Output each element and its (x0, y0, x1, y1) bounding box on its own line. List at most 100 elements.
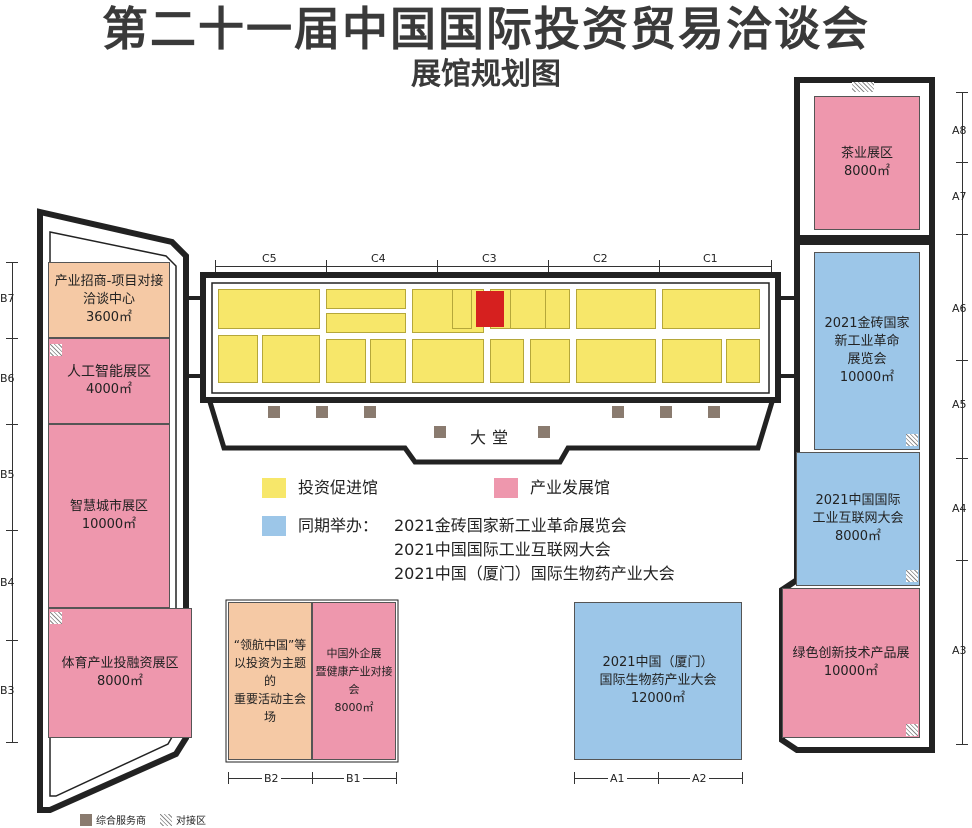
booth-block[interactable] (576, 289, 656, 329)
row-label-a5: A5 (952, 398, 967, 411)
row-label-b3: B3 (0, 684, 15, 697)
hall-a8-name: 茶业展区 (840, 146, 893, 161)
central-hall-floor (214, 285, 767, 391)
booth-block[interactable] (218, 335, 258, 383)
hall-b3-area: 8000㎡ (96, 674, 144, 689)
hall-b2[interactable]: “领航中国”等 以投资为主题的 重要活动主会场 (228, 602, 312, 760)
hall-b1-name: 中国外企展 (326, 647, 382, 660)
legend-swatch-investment (262, 478, 286, 498)
hall-b7[interactable]: 产业招商-项目对接 洽谈中心 3600㎡ (48, 262, 170, 338)
meeting-zone-marker (50, 344, 62, 356)
hall-b3-name: 体育产业投融资展区 (61, 656, 179, 671)
hall-a3[interactable]: 绿色创新技术产品展 10000㎡ (782, 588, 920, 738)
booth-block[interactable] (662, 289, 760, 329)
hall-b7-name2: 洽谈中心 (82, 292, 135, 307)
row-label-b6: B6 (0, 372, 15, 385)
row-label-b5: B5 (0, 468, 15, 481)
legend-investment: 投资促进馆 (298, 478, 379, 497)
legend-service: 综合服务商 (96, 816, 146, 827)
hall-a6-name: 2021金砖国家 (824, 316, 910, 331)
booth-block[interactable] (490, 339, 524, 383)
booth-block[interactable] (510, 289, 546, 329)
service-point-icon (538, 426, 550, 438)
meeting-zone-marker (906, 724, 918, 736)
booth-block[interactable] (412, 289, 484, 333)
hall-b6-area: 4000㎡ (85, 382, 133, 397)
booth-block[interactable] (452, 289, 472, 329)
hall-b1[interactable]: 中国外企展 暨健康产业对接会 8000㎡ (312, 602, 396, 760)
hall-a6-area: 10000㎡ (839, 370, 895, 385)
service-point-icon (612, 406, 624, 418)
hall-a1[interactable]: 2021中国（厦门） 国际生物药产业大会 12000㎡ (574, 602, 742, 760)
hall-a3-area: 10000㎡ (823, 664, 879, 679)
hall-b1-area: 8000㎡ (334, 701, 374, 714)
booth-block[interactable] (326, 339, 366, 383)
hall-a1-name2: 国际生物药产业大会 (599, 673, 717, 688)
hall-a6-name2: 新工业革命 (834, 334, 900, 349)
hall-b7-area: 3600㎡ (85, 310, 133, 325)
meeting-zone-marker (906, 434, 918, 446)
hall-b3[interactable]: 体育产业投融资展区 8000㎡ (48, 608, 192, 738)
left-axis-line (12, 262, 13, 742)
hall-b2-name: “领航中国”等 (233, 638, 307, 652)
row-label-b4: B4 (0, 576, 15, 589)
hall-a6[interactable]: 2021金砖国家 新工业革命 展览会 10000㎡ (814, 252, 920, 450)
hall-a6-name3: 展览会 (847, 352, 887, 367)
service-point-icon (708, 406, 720, 418)
hall-a4-name: 2021中国国际 (815, 493, 901, 508)
row-label-a7: A7 (952, 190, 967, 203)
legend-swatch-industry (494, 478, 518, 498)
booth-block[interactable] (412, 339, 484, 383)
hall-a1-area: 12000㎡ (630, 691, 686, 706)
booth-block[interactable] (326, 313, 406, 333)
service-point-icon (316, 406, 328, 418)
hall-b5-area: 10000㎡ (81, 517, 137, 532)
highlight-booth[interactable] (476, 291, 504, 327)
col-label-c3: C3 (482, 252, 497, 265)
col-label-b1: B1 (344, 772, 363, 785)
row-label-a4: A4 (952, 502, 967, 515)
legend-swatch-concurrent (262, 516, 286, 536)
col-label-a1: A1 (608, 772, 627, 785)
col-label-c1: C1 (703, 252, 718, 265)
hall-a3-name: 绿色创新技术产品展 (792, 646, 910, 661)
booth-block[interactable] (370, 339, 406, 383)
legend-concurrent-1: 2021金砖国家新工业革命展览会 (394, 516, 627, 535)
booth-block[interactable] (726, 339, 760, 383)
service-point-icon (434, 426, 446, 438)
booth-block[interactable] (326, 289, 406, 309)
row-label-a8: A8 (952, 124, 967, 137)
booth-block[interactable] (662, 339, 722, 383)
hall-a4-name2: 工业互联网大会 (812, 511, 904, 526)
hall-a1-name: 2021中国（厦门） (602, 655, 714, 670)
booth-block[interactable] (576, 339, 656, 383)
lobby-label: 大堂 (469, 428, 514, 447)
page-subtitle: 展馆规划图 (411, 57, 561, 92)
service-point-icon (660, 406, 672, 418)
hall-b6[interactable]: 人工智能展区 4000㎡ (48, 338, 170, 424)
top-axis-line (215, 266, 772, 267)
hall-b1-name2: 暨健康产业对接会 (315, 665, 393, 696)
booth-block[interactable] (530, 339, 570, 383)
hall-b6-name: 人工智能展区 (67, 364, 151, 380)
booth-block[interactable] (262, 335, 320, 383)
service-point-icon (364, 406, 376, 418)
row-label-b7: B7 (0, 292, 15, 305)
hall-a8[interactable]: 茶业展区 8000㎡ (814, 96, 920, 230)
hall-a4-area: 8000㎡ (834, 529, 882, 544)
hall-a4[interactable]: 2021中国国际 工业互联网大会 8000㎡ (796, 452, 920, 586)
hall-b5[interactable]: 智慧城市展区 10000㎡ (48, 424, 170, 608)
legend-concurrent-label: 同期举办： (298, 516, 379, 535)
page-title: 第二十一届中国国际投资贸易洽谈会 (102, 2, 870, 56)
meeting-zone-marker (852, 82, 874, 92)
hall-b2-name2: 以投资为主题的 (233, 656, 306, 688)
booth-block[interactable] (218, 289, 320, 329)
service-point-icon (268, 406, 280, 418)
meeting-zone-marker (906, 570, 918, 582)
col-label-c5: C5 (262, 252, 277, 265)
meeting-zone-marker (50, 612, 62, 624)
legend-concurrent-2: 2021中国国际工业互联网大会 (394, 540, 611, 559)
meeting-legend-icon (160, 814, 172, 826)
hall-b7-name: 产业招商-项目对接 (54, 274, 164, 289)
